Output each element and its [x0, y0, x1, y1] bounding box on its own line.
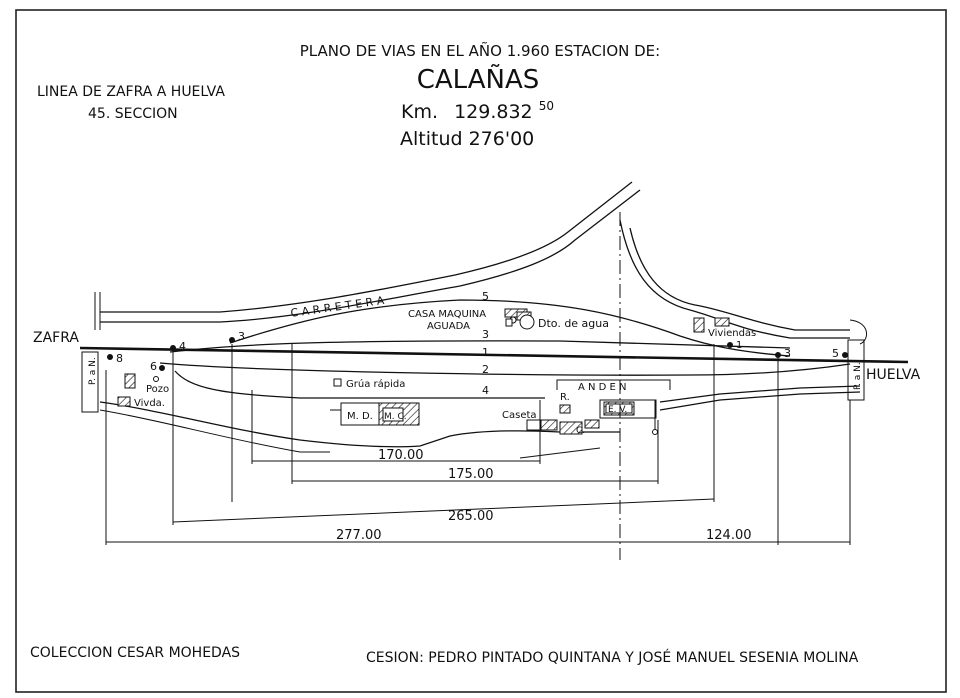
crane-icon: [333, 378, 342, 387]
hut-c-label: C.: [576, 426, 585, 436]
station-ev-label: E. V.: [608, 405, 627, 415]
road-upper-edge: [100, 181, 633, 313]
hut-r-block: [559, 404, 571, 414]
track-number-3: 3: [482, 328, 489, 341]
pn-left-label: P. a N.: [88, 357, 98, 385]
well-label: Pozo: [146, 384, 169, 395]
housing-right-b: [714, 317, 730, 327]
level-crossing-right: [847, 339, 865, 401]
switch-1-dot: [727, 342, 733, 348]
water-tank-label: Dto. de agua: [538, 317, 609, 330]
station-name: CALAÑAS: [417, 63, 540, 95]
switch-1-label: 1: [736, 340, 742, 351]
track-5: [229, 299, 791, 357]
track-number-5: 5: [482, 290, 489, 303]
water-column-box: [505, 318, 513, 327]
donation-credit: CESION: PEDRO PINTADO QUINTANA Y JOSÉ MA…: [366, 649, 859, 666]
dim-170: 170.00: [378, 448, 424, 463]
switch-4-label: 4: [179, 340, 186, 353]
housing-right-label: Viviendas: [708, 328, 756, 339]
road-fence: [94, 292, 101, 330]
switch-5-label: 5: [832, 347, 839, 360]
engine-house-label: CASA MAQUINA: [408, 309, 486, 320]
dim-line-265: [172, 498, 715, 523]
dim-124: 124.00: [706, 528, 752, 543]
hut-box: [526, 419, 542, 431]
right-road-edge-b: [629, 227, 850, 331]
km-label-word: Km.: [401, 101, 438, 123]
level-crossing-left: [81, 351, 99, 413]
lower-siding-edge-b: [659, 391, 861, 411]
station-ev-label-bg: [605, 403, 633, 414]
zafra-label: ZAFRA: [33, 330, 79, 346]
dim-175: 175.00: [448, 467, 494, 482]
km-superscript: 50: [539, 99, 554, 113]
platform-label: A N D E N: [578, 382, 627, 393]
station-post-end: [652, 429, 658, 435]
crane-label: Grúa rápida: [346, 378, 405, 390]
well-circle: [153, 376, 159, 382]
huelva-label: HUELVA: [866, 367, 921, 383]
left-hatched-building: [124, 373, 136, 389]
track-4-line: [174, 370, 545, 399]
switch-6: 6: [150, 360, 165, 373]
lower-siding-edge: [659, 385, 861, 403]
hut-label: Caseta: [502, 410, 537, 421]
switch-3-left-label: 3: [238, 330, 245, 343]
housing-left-label: Vivda.: [134, 398, 165, 409]
water-tank-circle: [519, 314, 535, 330]
switch-1: 1: [727, 340, 742, 351]
switch-6-dot: [159, 365, 165, 371]
lower-siding: [99, 401, 620, 448]
switch-3-right-dot: [775, 352, 781, 358]
platform-outline: [556, 379, 671, 390]
hut-block-a: [540, 419, 558, 431]
collection-credit: COLECCION CESAR MOHEDAS: [30, 645, 240, 661]
km-value: 129.832: [454, 101, 533, 123]
main-track-1: [79, 346, 909, 364]
hut-block-b: [559, 421, 583, 435]
lower-left-edge: [99, 409, 330, 453]
switch-3-right-label: 3: [784, 347, 791, 360]
drawing-frame: [15, 9, 947, 693]
track-number-1: 1: [482, 346, 489, 359]
water-label: AGUADA: [427, 321, 470, 332]
switch-3-left-dot: [229, 337, 235, 343]
plan-title: PLANO DE VIAS EN EL AÑO 1.960 ESTACION D…: [300, 41, 660, 60]
hut-block-c: [584, 419, 600, 429]
goods-shed-md-label: M. D.: [347, 411, 373, 422]
dimension-extension-lines: [105, 344, 851, 545]
right-road-end: [849, 319, 868, 345]
switch-5-dot: [842, 352, 848, 358]
altitude-label: Altitud 276'00: [400, 128, 534, 150]
switch-8-label: 8: [116, 352, 123, 365]
switch-6-label: 6: [150, 360, 157, 373]
km-label: Km. 129.832 50: [401, 99, 554, 123]
track-3: [169, 340, 791, 353]
switch-8: 8: [107, 352, 123, 365]
switch-3-right: 3: [775, 347, 791, 360]
right-road-edge-a: [619, 219, 850, 339]
dim-265: 265.00: [448, 509, 494, 524]
track-2: [159, 362, 851, 376]
switch-4: 4: [170, 340, 186, 353]
line-section: 45. SECCION: [88, 106, 178, 122]
dim-277: 277.00: [336, 528, 382, 543]
switch-8-dot: [107, 354, 113, 360]
housing-left-block: [117, 396, 131, 407]
housing-right-a: [693, 317, 705, 333]
track-number-2: 2: [482, 363, 489, 376]
line-name: LINEA DE ZAFRA A HUELVA: [37, 84, 225, 100]
access-path: [519, 447, 601, 459]
switch-4-dot: [170, 345, 176, 351]
switch-3-left: 3: [229, 330, 245, 343]
switch-5: 5: [832, 347, 848, 360]
road-lower-edge: [100, 189, 641, 323]
hut-r-label: R.: [560, 392, 570, 403]
pn-right-label: P. a N.: [853, 362, 863, 390]
goods-shed-mc-label: M. C.: [384, 412, 407, 422]
goods-shed-mc-label-bg: [382, 407, 404, 422]
track-number-4: 4: [482, 384, 489, 397]
